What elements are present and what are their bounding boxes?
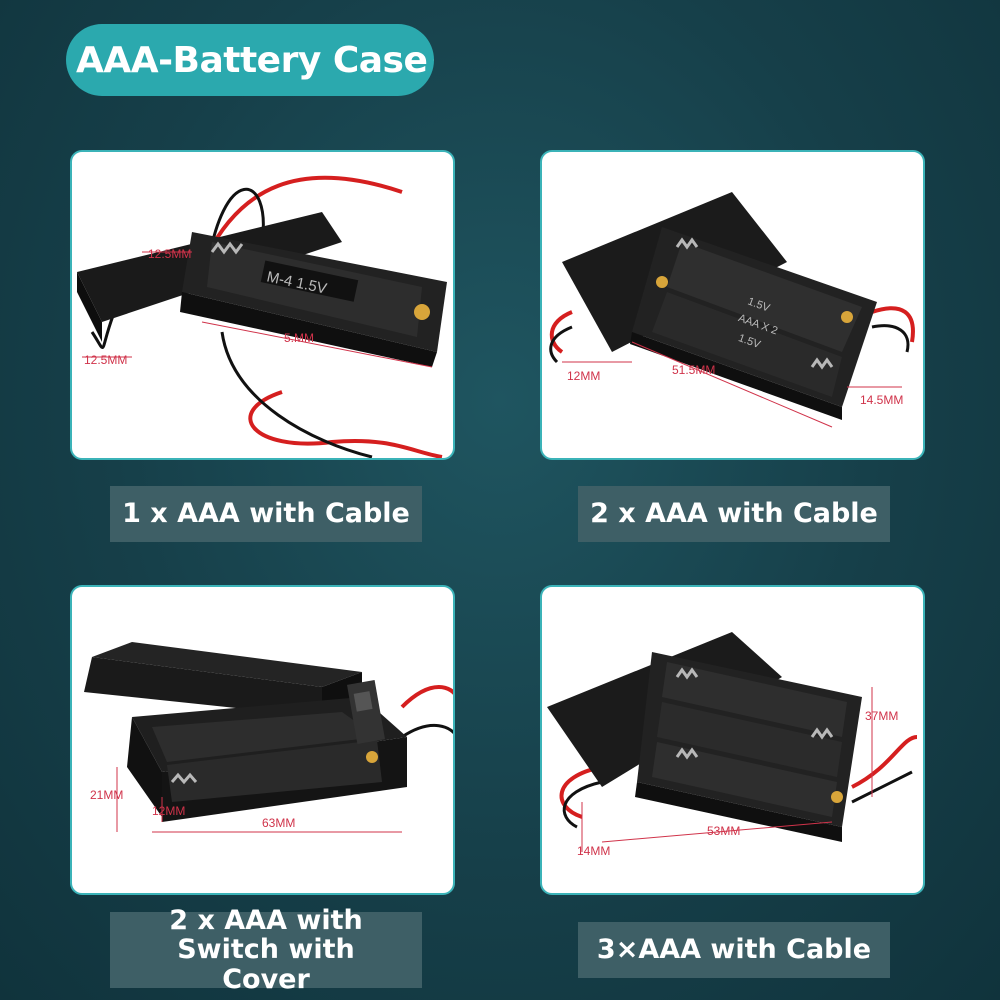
dimension-label: 12MM [152,804,185,818]
product-label-2xaaa-switch-cover: 2 x AAA with Switch with Cover [110,906,422,994]
dimension-label: 12.5MM [84,353,127,367]
product-image-1xaaa-cable: M-4 1.5V 12.5MM 12.5MM 5.MM [70,150,455,460]
product-label-2xaaa-cable: 2 x AAA with Cable [578,486,890,542]
dimension-label: 14.5MM [860,393,903,407]
dimension-label: 12.5MM [148,247,191,261]
dimension-label: 21MM [90,788,123,802]
dimension-label: 12MM [567,369,600,383]
dimension-label: 5.MM [284,331,314,345]
dimension-label: 53MM [707,824,740,838]
product-label-1xaaa-cable: 1 x AAA with Cable [110,486,422,542]
battery-icon [433,59,434,61]
product-image-2xaaa-switch-cover: 21MM 12MM 63MM [70,585,455,895]
product-image-3xaaa-cable: 37MM 53MM 14MM [540,585,925,895]
product-label-3xaaa-cable: 3×AAA with Cable [578,922,890,978]
page-title: AAA-Battery Case [76,39,428,81]
dimension-label: 14MM [577,844,610,858]
dimension-label: 63MM [262,816,295,830]
dimension-label: 37MM [865,709,898,723]
title-banner: AAA-Battery Case [66,24,434,96]
product-image-2xaaa-cable: 1.5V AAA X 2 1.5V 12MM 51.5MM 14.5MM [540,150,925,460]
dimension-label: 51.5MM [672,363,715,377]
